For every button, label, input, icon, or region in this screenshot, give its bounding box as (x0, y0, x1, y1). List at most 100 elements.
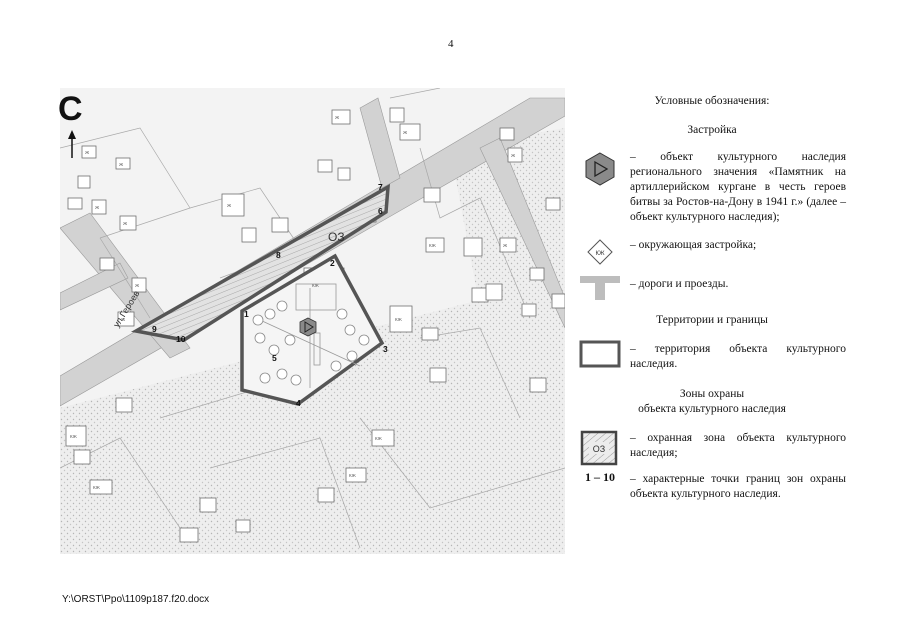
road-symbol (578, 276, 622, 307)
point-label: 8 (276, 250, 281, 260)
building (115, 397, 133, 413)
park-paths (259, 283, 361, 388)
point-label: 4 (296, 398, 301, 408)
point-label: 1 (244, 309, 249, 319)
building (65, 425, 87, 447)
point-label: 5 (272, 353, 277, 363)
legend-points-text: – характерные точки границ зон охраны об… (630, 473, 846, 500)
heritage-object-icon (299, 317, 317, 337)
surrounding-symbol-label: КЖ (595, 251, 604, 257)
north-arrow: С (56, 92, 96, 162)
building-label: Ж (135, 283, 140, 288)
legend-roads-text: – дороги и проезды. (630, 278, 729, 290)
building-label: КЖ (429, 243, 437, 248)
zone-label: ОЗ (328, 230, 345, 244)
site-map: ул.Героев ОЗ 1 2 3 4 5 6 7 8 9 10 Ж Ж Ж … (60, 88, 565, 554)
legend-protection-zone-text: – охранная зона объекта культурного насл… (630, 432, 846, 459)
protection-zone-oz (130, 183, 391, 342)
building-label: КЖ (395, 317, 403, 322)
building (423, 187, 441, 203)
points-symbol: 1 – 10 (585, 470, 615, 484)
building (73, 449, 91, 465)
building (529, 267, 545, 281)
building (271, 217, 289, 233)
building (399, 123, 421, 141)
building (317, 159, 333, 173)
building (421, 327, 439, 341)
building (115, 157, 131, 170)
building (529, 377, 547, 393)
building-label: Ж (227, 203, 232, 208)
building (545, 197, 561, 211)
building-label: Ж (335, 115, 340, 120)
building (241, 227, 257, 243)
territory-symbol (578, 340, 622, 373)
building (485, 283, 503, 301)
building (221, 193, 245, 217)
building-label: КЖ (349, 473, 357, 478)
dotted-area (60, 278, 565, 554)
legend-heritage-text: – объект культурного наследия региональн… (630, 151, 846, 223)
building (499, 127, 515, 141)
building (551, 293, 565, 309)
building (389, 107, 405, 123)
building (117, 311, 135, 327)
building-label: Ж (403, 130, 408, 135)
protection-zone-symbol: ОЗ (578, 430, 622, 471)
building (331, 109, 351, 125)
building-labels: Ж Ж Ж Ж Ж Ж Ж Ж Ж Ж Ж КЖ КЖ КЖ КЖ КЖ КЖ … (70, 115, 516, 490)
building (463, 237, 483, 257)
building (337, 167, 351, 181)
building (89, 479, 113, 495)
building (235, 519, 251, 533)
point-label: 2 (330, 258, 335, 268)
building-label: Ж (121, 317, 126, 322)
legend-territory-text: – территория объекта культурного наследи… (630, 343, 846, 370)
building (425, 237, 445, 253)
north-arrow-icon (68, 130, 76, 158)
protection-zone-symbol-label: ОЗ (593, 444, 605, 454)
building-label: КЖ (375, 436, 383, 441)
building (429, 367, 447, 383)
legend-section-territories: Территории и границы (656, 314, 768, 326)
building-label: Ж (119, 162, 124, 167)
building-label: Ж (95, 205, 100, 210)
boundary-points: 1 2 3 4 5 6 7 8 9 10 (152, 182, 388, 408)
heritage-object-symbol (578, 150, 622, 195)
trees (252, 300, 370, 386)
building-label: КЖ (70, 434, 78, 439)
building (81, 145, 97, 159)
buildings (65, 107, 565, 543)
legend-title: Условные обозначения: (654, 95, 770, 107)
point-label: 10 (176, 334, 186, 344)
building (131, 277, 147, 293)
building-label: Ж (511, 153, 516, 158)
building (119, 215, 137, 231)
building (91, 199, 107, 215)
building-label: КЖ (93, 485, 101, 490)
building-label: Ж (503, 243, 508, 248)
building (67, 197, 83, 210)
building-label: Ж (85, 150, 90, 155)
building (345, 467, 367, 483)
side-road-north (359, 97, 401, 189)
building (521, 303, 537, 317)
building-label: Ж (123, 221, 128, 226)
building (199, 497, 217, 513)
point-label: 3 (383, 344, 388, 354)
building (99, 257, 115, 271)
legend-section-zones-sub: объекта культурного наследия (638, 403, 786, 415)
building (77, 175, 91, 189)
north-letter: С (58, 90, 83, 128)
building (499, 237, 517, 253)
building (317, 487, 335, 503)
legend-surrounding-text: – окружающая застройка; (630, 239, 757, 251)
building (371, 429, 395, 447)
lane-west (60, 262, 129, 311)
surrounding-building-symbol: КЖ (578, 238, 622, 273)
building (389, 305, 413, 333)
point-label: 7 (378, 182, 383, 192)
legend-section-buildings: Застройка (687, 124, 737, 136)
building-label: КЖ (312, 283, 320, 288)
legend-section-zones: Зоны охраны (679, 388, 745, 400)
